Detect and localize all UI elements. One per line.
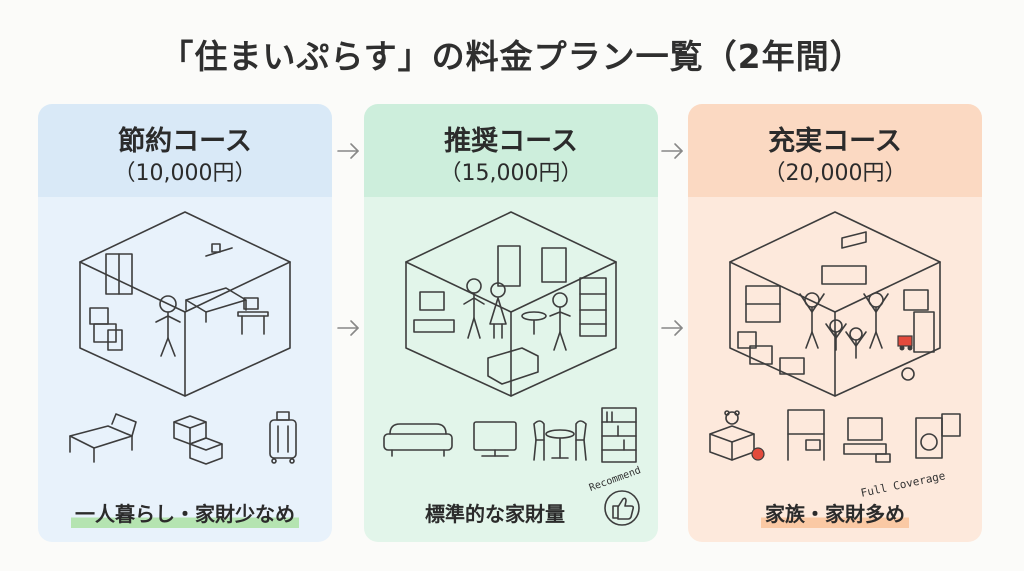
plan-tagline: 家族・家財多め [688,498,982,528]
arrow-right-icon [337,320,359,336]
room-illustration-family [729,211,941,397]
plan-name: 充実コース [768,126,902,157]
bookshelf-icon [601,407,637,463]
page-title: 「住まいぷらす」の料金プラン一覧（2年間） [160,37,864,76]
recommend-badge: Recommend [588,465,646,528]
plan-name: 節約コース [118,126,252,157]
plan-card-header: 節約コース （10,000円） [38,104,332,197]
plan-card-header: 充実コース （20,000円） [688,104,982,197]
plan-price: （20,000円） [763,161,907,186]
arrow-right-icon [661,143,683,159]
plan-price: （15,000円） [439,161,583,186]
plan-name: 推奨コース [444,126,578,157]
plan-card-recommended: 推奨コース （15,000円） [364,104,658,542]
bed-icon [69,413,137,463]
plan-tagline: 一人暮らし・家財少なめ [38,498,332,528]
room-illustration-couple [405,211,617,397]
plan-card-header: 推奨コース （15,000円） [364,104,658,197]
plan-card-saving: 節約コース （10,000円） [38,104,332,542]
suitcase-icon [269,411,297,464]
washer-icon [915,413,961,459]
sofa-icon [383,423,453,457]
arrow-right-icon [661,320,683,336]
plan-icons [709,409,961,463]
room-illustration-single [79,211,291,397]
plan-icons [69,411,297,465]
plan-price: （10,000円） [113,161,257,186]
plan-tagline: 標準的な家財量 [425,502,565,526]
plan-card-full: 充実コース （20,000円） [688,104,982,542]
tv-icon [473,421,517,457]
ball-icon [751,447,765,461]
tv-stand-icon [843,417,891,463]
table-chairs-icon [533,420,587,461]
thumbs-up-icon [604,490,640,526]
desk-icon [787,409,825,461]
arrow-right-icon [337,143,359,159]
boxes-icon [173,415,223,465]
toy-box-icon [709,410,755,461]
plan-icons [383,407,637,463]
